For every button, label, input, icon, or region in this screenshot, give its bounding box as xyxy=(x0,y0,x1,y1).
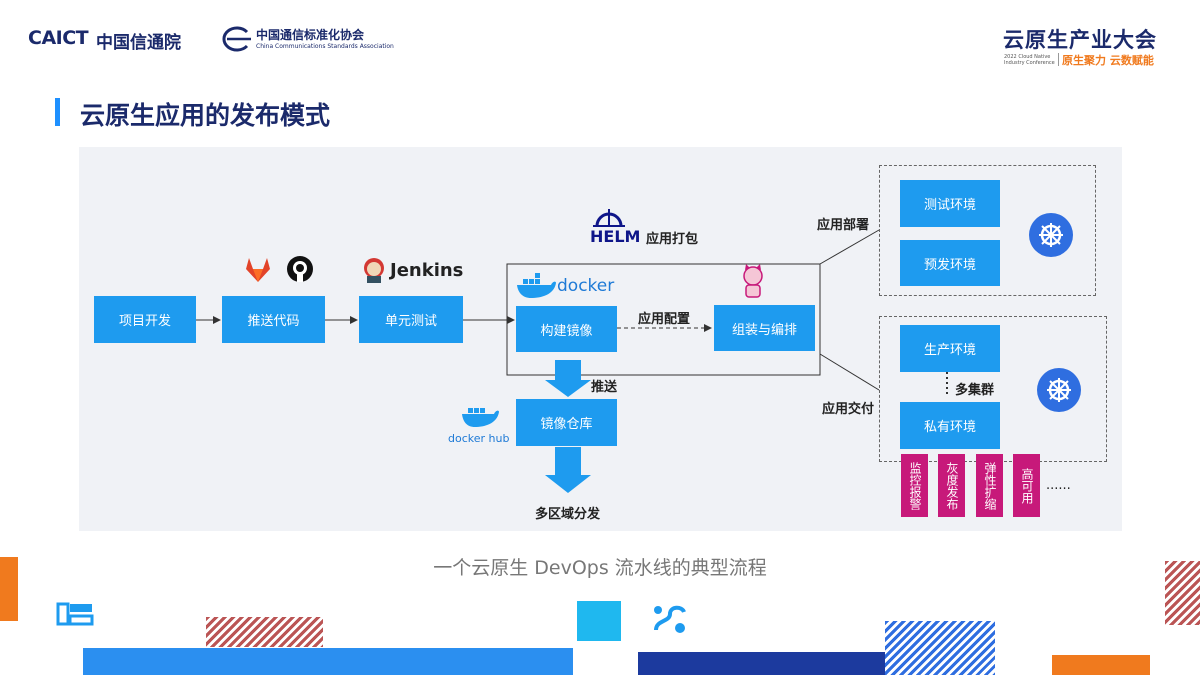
conference-title: 云原生产业大会 xyxy=(1003,28,1157,52)
push-label: 推送 xyxy=(591,380,618,395)
docker-label: docker xyxy=(557,276,615,296)
gitlab-icon xyxy=(246,258,270,282)
conference-subtitle-line2: Industry Conference xyxy=(1004,60,1055,66)
conference-separator xyxy=(1058,53,1059,66)
env-pre-box: 预发环境 xyxy=(900,240,1000,286)
dockerhub-label: docker hub xyxy=(448,432,510,445)
conference-subtitle-line1: 2022 Cloud Native xyxy=(1004,54,1051,60)
diagram-connectors xyxy=(196,229,948,493)
deco-orange-bar-left xyxy=(0,557,18,621)
deco-red-stripes-right xyxy=(1165,561,1200,625)
ccsa-logo-icon xyxy=(222,26,251,52)
feature-monitoring: 监控报警 xyxy=(901,454,928,517)
page-title: 云原生应用的发布模式 xyxy=(80,101,331,130)
env-private-box: 私有环境 xyxy=(900,402,1000,449)
feature-high-availability: 高可用 xyxy=(1013,454,1040,517)
deco-blue-stripes xyxy=(885,621,995,675)
step-assemble-box: 组装与编排 xyxy=(714,305,815,351)
deco-blue-band xyxy=(83,648,573,675)
step-push-code-box: 推送代码 xyxy=(222,296,325,343)
caict-logo: CAICT xyxy=(28,27,89,49)
deco-orange-band xyxy=(1052,655,1150,675)
dockerhub-whale-icon xyxy=(462,408,499,427)
multi-cluster-label: 多集群 xyxy=(955,383,995,398)
docker-whale-icon xyxy=(517,273,556,298)
step-unit-test-box: 单元测试 xyxy=(359,296,463,343)
github-icon xyxy=(287,256,313,282)
app-package-label: 应用打包 xyxy=(646,232,699,247)
kustomize-cat-icon xyxy=(743,264,763,298)
step-build-image-box: 构建镜像 xyxy=(516,306,617,352)
env-prod-box: 生产环境 xyxy=(900,325,1000,372)
title-accent-bar xyxy=(55,98,60,126)
ccsa-english-name: China Communications Standards Associati… xyxy=(256,43,394,50)
helm-label: HELM xyxy=(588,227,643,246)
staging-env-group xyxy=(879,165,1096,296)
conference-slogan: 原生聚力 云数赋能 xyxy=(1062,54,1154,67)
pipeline-diagram: 项目开发 推送代码 单元测试 构建镜像 组装与编排 镜像仓库 Jenkins H… xyxy=(79,147,1122,531)
kubernetes-icon xyxy=(1029,213,1073,257)
app-deploy-label: 应用部署 xyxy=(817,218,870,233)
deco-red-stripes xyxy=(206,617,323,647)
env-test-box: 测试环境 xyxy=(900,180,1000,227)
app-delivery-label: 应用交付 xyxy=(822,402,875,417)
step-dev-box: 项目开发 xyxy=(94,296,196,343)
feature-more: ...... xyxy=(1046,478,1071,493)
app-config-label: 应用配置 xyxy=(638,312,691,327)
deco-cyan-square xyxy=(577,601,621,641)
deco-network-icon xyxy=(654,605,686,633)
feature-canary: 灰度发布 xyxy=(938,454,965,517)
deco-navy-band xyxy=(638,652,931,675)
feature-autoscaling: 弹性扩缩 xyxy=(976,454,1003,517)
diagram-caption: 一个云原生 DevOps 流水线的典型流程 xyxy=(433,557,767,579)
jenkins-label: Jenkins xyxy=(390,260,464,281)
deco-server-icon xyxy=(56,602,94,626)
caict-name: 中国信通院 xyxy=(96,33,181,53)
jenkins-icon xyxy=(364,258,384,283)
kubernetes-icon-2 xyxy=(1037,368,1081,412)
ccsa-name: 中国通信标准化协会 xyxy=(256,28,365,42)
step-registry-box: 镜像仓库 xyxy=(516,399,617,446)
multi-region-label: 多区域分发 xyxy=(535,507,601,522)
